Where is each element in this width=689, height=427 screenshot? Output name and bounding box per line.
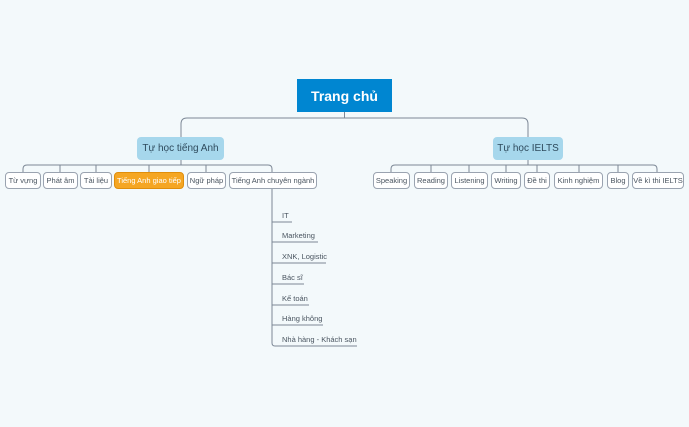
leaf-doctor[interactable]: Bác sĩ — [282, 272, 303, 282]
node-vocabulary[interactable]: Từ vựng — [5, 172, 41, 189]
root-node[interactable]: Trang chủ — [297, 79, 392, 112]
node-grammar[interactable]: Ngữ pháp — [187, 172, 226, 189]
branch-self-study-english[interactable]: Tự học tiếng Anh — [137, 137, 224, 160]
node-blog[interactable]: Blog — [607, 172, 629, 189]
node-about-ielts[interactable]: Về kì thi IELTS — [632, 172, 684, 189]
leaf-aviation[interactable]: Hàng không — [282, 313, 323, 323]
branch-self-study-ielts[interactable]: Tự học IELTS — [493, 137, 563, 160]
node-materials[interactable]: Tài liệu — [80, 172, 112, 189]
node-tests[interactable]: Đề thi — [524, 172, 550, 189]
node-pronunciation[interactable]: Phát âm — [43, 172, 78, 189]
leaf-hospitality[interactable]: Nhà hàng - Khách sạn — [282, 334, 357, 344]
node-listening[interactable]: Listening — [451, 172, 488, 189]
leaf-it[interactable]: IT — [282, 210, 289, 220]
leaf-accounting[interactable]: Kế toán — [282, 293, 308, 303]
node-specialty-english[interactable]: Tiếng Anh chuyên ngành — [229, 172, 317, 189]
node-speaking[interactable]: Speaking — [373, 172, 410, 189]
node-experience[interactable]: Kinh nghiệm — [554, 172, 603, 189]
leaf-marketing[interactable]: Marketing — [282, 230, 315, 240]
node-communication-english[interactable]: Tiếng Anh giao tiếp — [114, 172, 184, 189]
leaf-import-export-logistic[interactable]: XNK, Logistic — [282, 251, 328, 261]
node-reading[interactable]: Reading — [414, 172, 448, 189]
node-writing[interactable]: Writing — [491, 172, 521, 189]
